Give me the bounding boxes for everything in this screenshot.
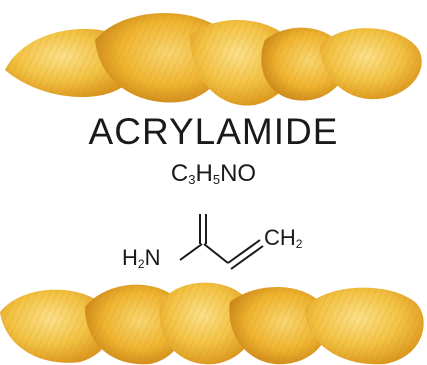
formula-hydrogen: H [195, 160, 213, 187]
structure-bonds [179, 214, 264, 270]
potato-chips-top-image [0, 0, 427, 110]
formula-carbon-count: 3 [188, 172, 196, 187]
chips-bottom-illustration [0, 282, 424, 365]
methylene-hydrogen-count: 2 [295, 237, 303, 251]
amine-nitrogen: N [144, 245, 161, 270]
formula-nitrogen-oxygen: NO [220, 160, 257, 187]
potato-chips-bottom-image [0, 272, 427, 365]
structural-formula-diagram [120, 208, 320, 278]
amine-group-label: H2N [122, 246, 160, 276]
methylene-group-label: CH2 [264, 226, 302, 256]
formula-carbon: C [170, 160, 189, 187]
compound-name-title: ACRYLAMIDE [88, 111, 339, 152]
amine-hydrogen: H [122, 245, 138, 270]
chips-top-illustration [5, 12, 422, 106]
molecular-formula: C3H5NO [0, 160, 427, 194]
amine-hydrogen-count: 2 [137, 257, 145, 271]
formula-hydrogen-count: 5 [212, 172, 221, 187]
methylene-ch: CH [264, 225, 296, 250]
